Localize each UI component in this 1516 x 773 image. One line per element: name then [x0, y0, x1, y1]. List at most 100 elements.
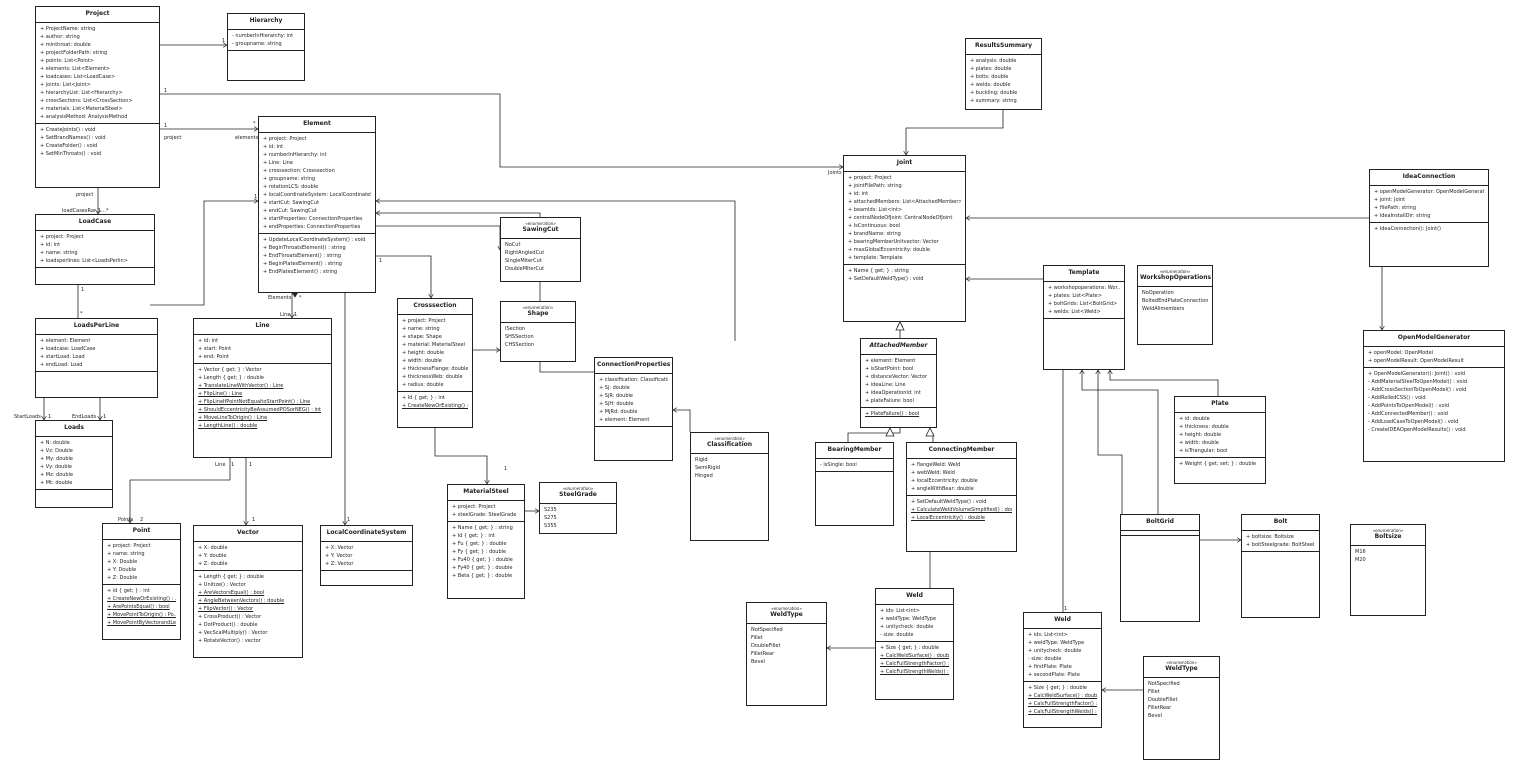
mult-1i: 1	[103, 414, 106, 420]
class-element[interactable]: Element+ project: Project+ id: int+ numb…	[258, 116, 376, 293]
class-stereotype: «enumeration»	[525, 221, 556, 226]
class-crosssection[interactable]: Crosssection+ project: Project+ name: st…	[397, 298, 473, 428]
attribute-item: + MjRd: double	[599, 409, 638, 415]
attribute-item: + endCut: SawingCut	[263, 208, 317, 214]
attribute-item: + element: Element	[599, 417, 650, 423]
attribute-item: + ideaOperationId: int	[865, 390, 921, 396]
enum-literal: FilletRear	[1148, 705, 1172, 711]
attribute-item: + isStartPoint: bool	[865, 366, 914, 372]
class-name: Weld	[1054, 616, 1071, 623]
enum-literal: DoubleMiterCut	[505, 266, 545, 272]
class-plate[interactable]: Plate+ id: double+ thickness: double+ he…	[1174, 396, 1266, 484]
method-item: + OpenModelGenerator(): Joint() : void	[1368, 371, 1466, 377]
method-item: + CalcFullStrengthWelds() : ...	[880, 669, 949, 675]
attribute-item: + endLoad: Load	[40, 362, 83, 368]
enum-literal: BoltedEndPlateConnection	[1142, 298, 1208, 304]
class-materialsteel[interactable]: MaterialSteel+ project: Project+ steelGr…	[447, 484, 525, 599]
class-attributes-section: + boltsize: Boltsize+ boltSteelgrade: Bo…	[1242, 531, 1319, 551]
class-attributes-section: + ids: List<int>+ weldType: WeldType+ un…	[876, 605, 953, 641]
enum-literal: FilletRear	[751, 651, 775, 657]
attribute-item: + crosssection: Crosssection	[263, 168, 335, 174]
class-line[interactable]: Line+ id: int+ start: Point+ end: Point+…	[193, 318, 332, 458]
method-item: + SetMinThroats() : void	[40, 151, 102, 157]
class-name: Point	[132, 527, 151, 534]
attribute-item: + ids: List<int>	[1028, 632, 1068, 638]
class-joint[interactable]: Joint+ project: Project+ jointFilePath: …	[843, 155, 966, 322]
class-loads[interactable]: Loads+ N: double+ Vz: Double+ My: double…	[35, 420, 113, 508]
class-connectingmember[interactable]: ConnectingMember+ flangeWeld: Weld+ webW…	[906, 442, 1017, 552]
class-header: Hierarchy	[228, 14, 304, 30]
class-openmodel[interactable]: OpenModelGenerator+ openModel: OpenModel…	[1363, 330, 1505, 462]
method-item: + Name { get; } : string	[452, 525, 513, 531]
attribute-item: + template: Template	[848, 255, 903, 261]
method-item: + FlipLine() : Line	[198, 391, 243, 397]
attribute-item: + N: double	[40, 440, 70, 446]
class-bearingmember[interactable]: BearingMember- isSingle: bool	[815, 442, 894, 526]
class-name: BoltGrid	[1146, 518, 1174, 525]
class-connprops[interactable]: ConnectionProperties+ classification: Cl…	[594, 357, 673, 461]
class-stereotype: «enumeration»	[562, 486, 594, 491]
class-attachedmember[interactable]: AttachedMember+ element: Element+ isStar…	[860, 338, 937, 428]
method-item: + Fy { get; } : double	[452, 549, 507, 555]
class-name: Crosssection	[413, 302, 457, 309]
class-header: «enumeration»Classification	[691, 433, 768, 454]
attribute-item: + startCut: SawingCut	[263, 200, 319, 206]
attribute-item: + id: int	[848, 191, 869, 197]
attribute-item: + Z: Double	[107, 575, 138, 581]
class-header: Vector	[194, 526, 302, 542]
class-loadsperline[interactable]: LoadsPerLine+ element: Element+ loadcase…	[35, 318, 158, 398]
attribute-item: + thickness: double	[1179, 424, 1229, 430]
attribute-item: + SjH: double	[599, 401, 634, 407]
attribute-item: + materials: List<MaterialSteel>	[40, 106, 123, 112]
class-name: Element	[303, 120, 331, 127]
attribute-item: + localCoordinateSystem: LocalCoordinate…	[263, 192, 371, 198]
attribute-item: + ids: List<int>	[880, 608, 920, 614]
attribute-item: + elements: List<Element>	[40, 66, 111, 72]
class-methods-section: + Name { get; } : string+ Id { get; } : …	[448, 521, 524, 582]
method-item: - CreateIDEAOpenModelResults() : void	[1368, 427, 1466, 433]
class-name: BearingMember	[827, 446, 882, 453]
class-boltgrid[interactable]: BoltGrid	[1120, 514, 1200, 622]
enum-literal: ISection	[505, 326, 526, 332]
attribute-item: + plates: double	[970, 66, 1012, 72]
attribute-item: + Z: double	[198, 561, 228, 567]
class-header: OpenModelGenerator	[1364, 331, 1504, 347]
class-name: ResultsSummary	[974, 42, 1033, 49]
class-lcs[interactable]: LocalCoordinateSystem+ X: Vector+ Y: Vec…	[320, 525, 413, 586]
class-weld1[interactable]: Weld+ ids: List<int>+ weldType: WeldType…	[875, 588, 954, 700]
attribute-item: + element: Element	[40, 338, 91, 344]
class-name: SteelGrade	[559, 491, 597, 498]
class-bolt[interactable]: Bolt+ boltsize: Boltsize+ boltSteelgrade…	[1241, 514, 1320, 618]
attribute-item: + author: string	[40, 34, 80, 40]
class-loadcase[interactable]: LoadCase+ project: Project+ id: int+ nam…	[35, 214, 155, 285]
attribute-item: + loadsperlines: List<LoadsPerlin>	[40, 258, 128, 264]
class-point[interactable]: Point+ project: Project+ name: string+ X…	[102, 523, 181, 640]
attribute-item: + id: int	[198, 338, 219, 344]
method-item: + Name { get; } : string	[848, 268, 909, 274]
class-vector[interactable]: Vector+ X: double+ Y: double+ Z: double+…	[193, 525, 303, 658]
class-header: Joint	[844, 156, 965, 172]
class-weld2[interactable]: Weld + ids: List<int>+ weldType: WeldType…	[1023, 612, 1102, 728]
class-hierarchy[interactable]: Hierarchy- numberInHierarchy: int- group…	[227, 13, 305, 81]
attribute-item: + points: List<Point>	[40, 58, 94, 64]
class-attributes-section: + ids: List<int>+ weldType: WeldType+ un…	[1024, 629, 1101, 681]
class-header: Crosssection	[398, 299, 472, 315]
role-endloads: EndLoads	[72, 414, 96, 420]
class-template[interactable]: Template+ workshopoperations: Wor...+ pl…	[1043, 265, 1125, 370]
class-methods-section: + id { get; } : int+ CreateNewOrExisting…	[103, 584, 180, 629]
method-item: + CalcFullStrengthFactor() : ...	[1028, 701, 1097, 707]
class-ideaconnection[interactable]: IdeaConnection+ openModelGenerator: Open…	[1369, 169, 1489, 267]
class-project[interactable]: Project+ ProjectName: string+ author: st…	[35, 6, 160, 188]
class-resultssummary[interactable]: ResultsSummary+ analysis: double+ plates…	[965, 38, 1042, 110]
method-item: + CrossProduct() : Vector	[198, 614, 262, 620]
